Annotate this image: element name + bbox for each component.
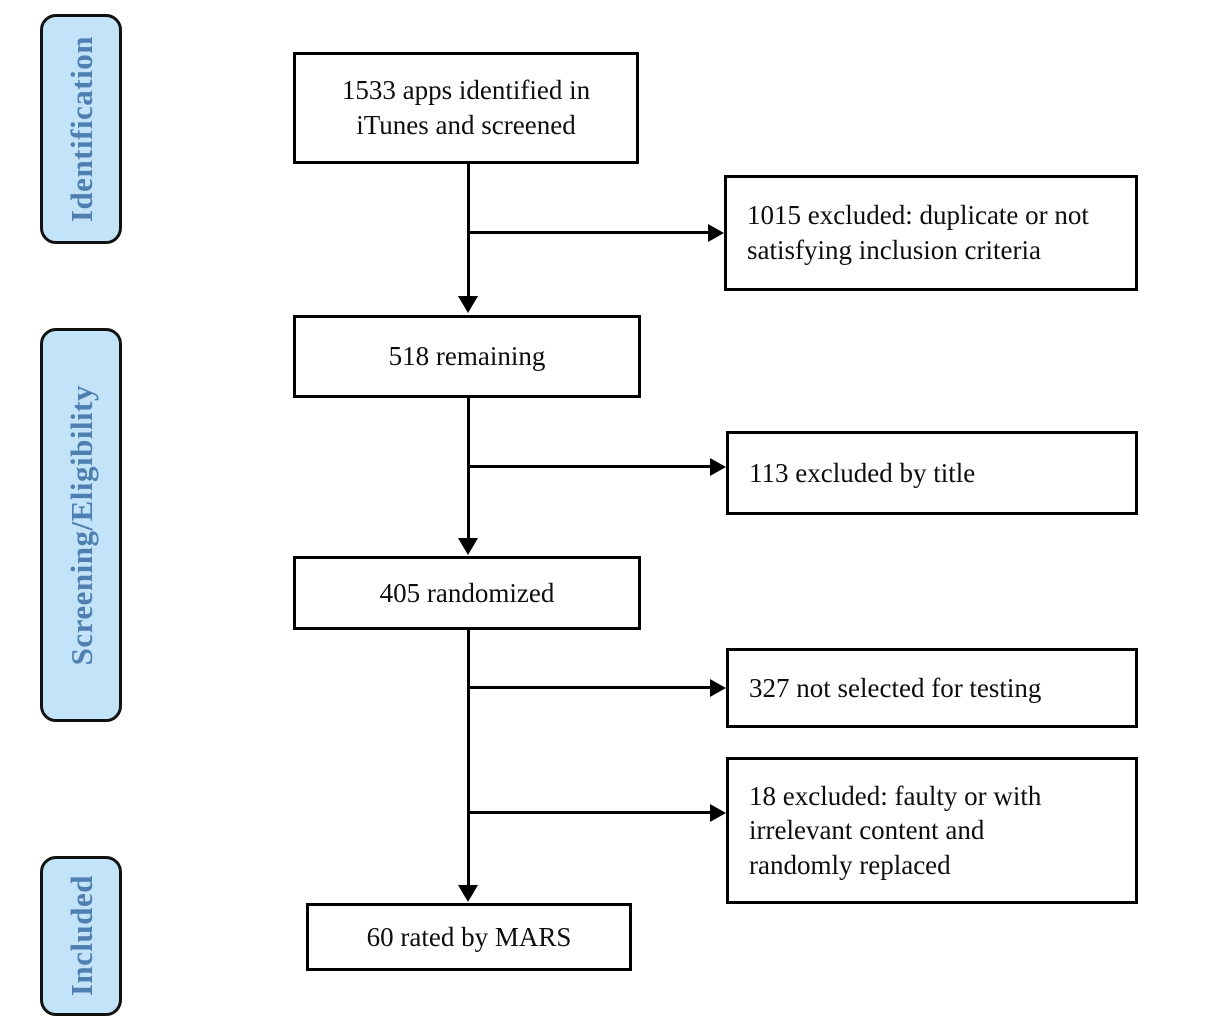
box-remaining-label: 518 remaining <box>388 341 546 372</box>
box-rated-by-mars-label: 60 rated by MARS <box>366 921 572 952</box>
box-excluded-by-title-label: 113 excluded by title <box>749 457 976 488</box>
arrowhead-excluded-duplicate <box>708 224 724 242</box>
box-randomized: 405 randomized <box>293 556 641 630</box>
connector-identified-to-excluded-duplicate <box>467 231 710 234</box>
arrowhead-excluded-by-title <box>710 458 726 476</box>
stage-screening-eligibility-label: Screening/Eligibility <box>63 384 99 666</box>
connector-randomized-to-rated <box>467 630 470 886</box>
connector-randomized-to-excluded-faulty <box>467 811 712 814</box>
stage-identification: Identification <box>40 14 122 244</box>
box-excluded-by-title: 113 excluded by title <box>726 431 1138 515</box>
box-apps-identified: 1533 apps identified in iTunes and scree… <box>293 52 639 164</box>
box-excluded-faulty-label: 18 excluded: faulty or with irrelevant c… <box>749 780 1042 880</box>
arrowhead-remaining <box>458 296 478 313</box>
connector-remaining-to-randomized <box>467 398 470 539</box>
connector-randomized-to-not-selected <box>467 686 712 689</box>
box-not-selected-testing-label: 327 not selected for testing <box>749 672 1042 703</box>
stage-included-label: Included <box>63 875 99 997</box>
stage-identification-label: Identification <box>63 35 99 223</box>
box-excluded-faulty: 18 excluded: faulty or with irrelevant c… <box>726 757 1138 904</box>
box-rated-by-mars: 60 rated by MARS <box>306 903 632 971</box>
connector-remaining-to-excluded-by-title <box>467 465 712 468</box>
arrowhead-randomized <box>458 538 478 555</box>
box-excluded-duplicate: 1015 excluded: duplicate or not satisfyi… <box>724 175 1138 291</box>
box-excluded-duplicate-label: 1015 excluded: duplicate or not satisfyi… <box>747 200 1089 265</box>
stage-included: Included <box>40 856 122 1016</box>
box-apps-identified-label: 1533 apps identified in iTunes and scree… <box>341 75 591 140</box>
arrowhead-excluded-faulty <box>710 804 726 822</box>
stage-screening-eligibility: Screening/Eligibility <box>40 328 122 722</box>
box-not-selected-testing: 327 not selected for testing <box>726 648 1138 728</box>
box-remaining: 518 remaining <box>293 315 641 398</box>
box-randomized-label: 405 randomized <box>379 577 555 608</box>
arrowhead-rated-by-mars <box>458 885 478 902</box>
arrowhead-not-selected-testing <box>710 679 726 697</box>
